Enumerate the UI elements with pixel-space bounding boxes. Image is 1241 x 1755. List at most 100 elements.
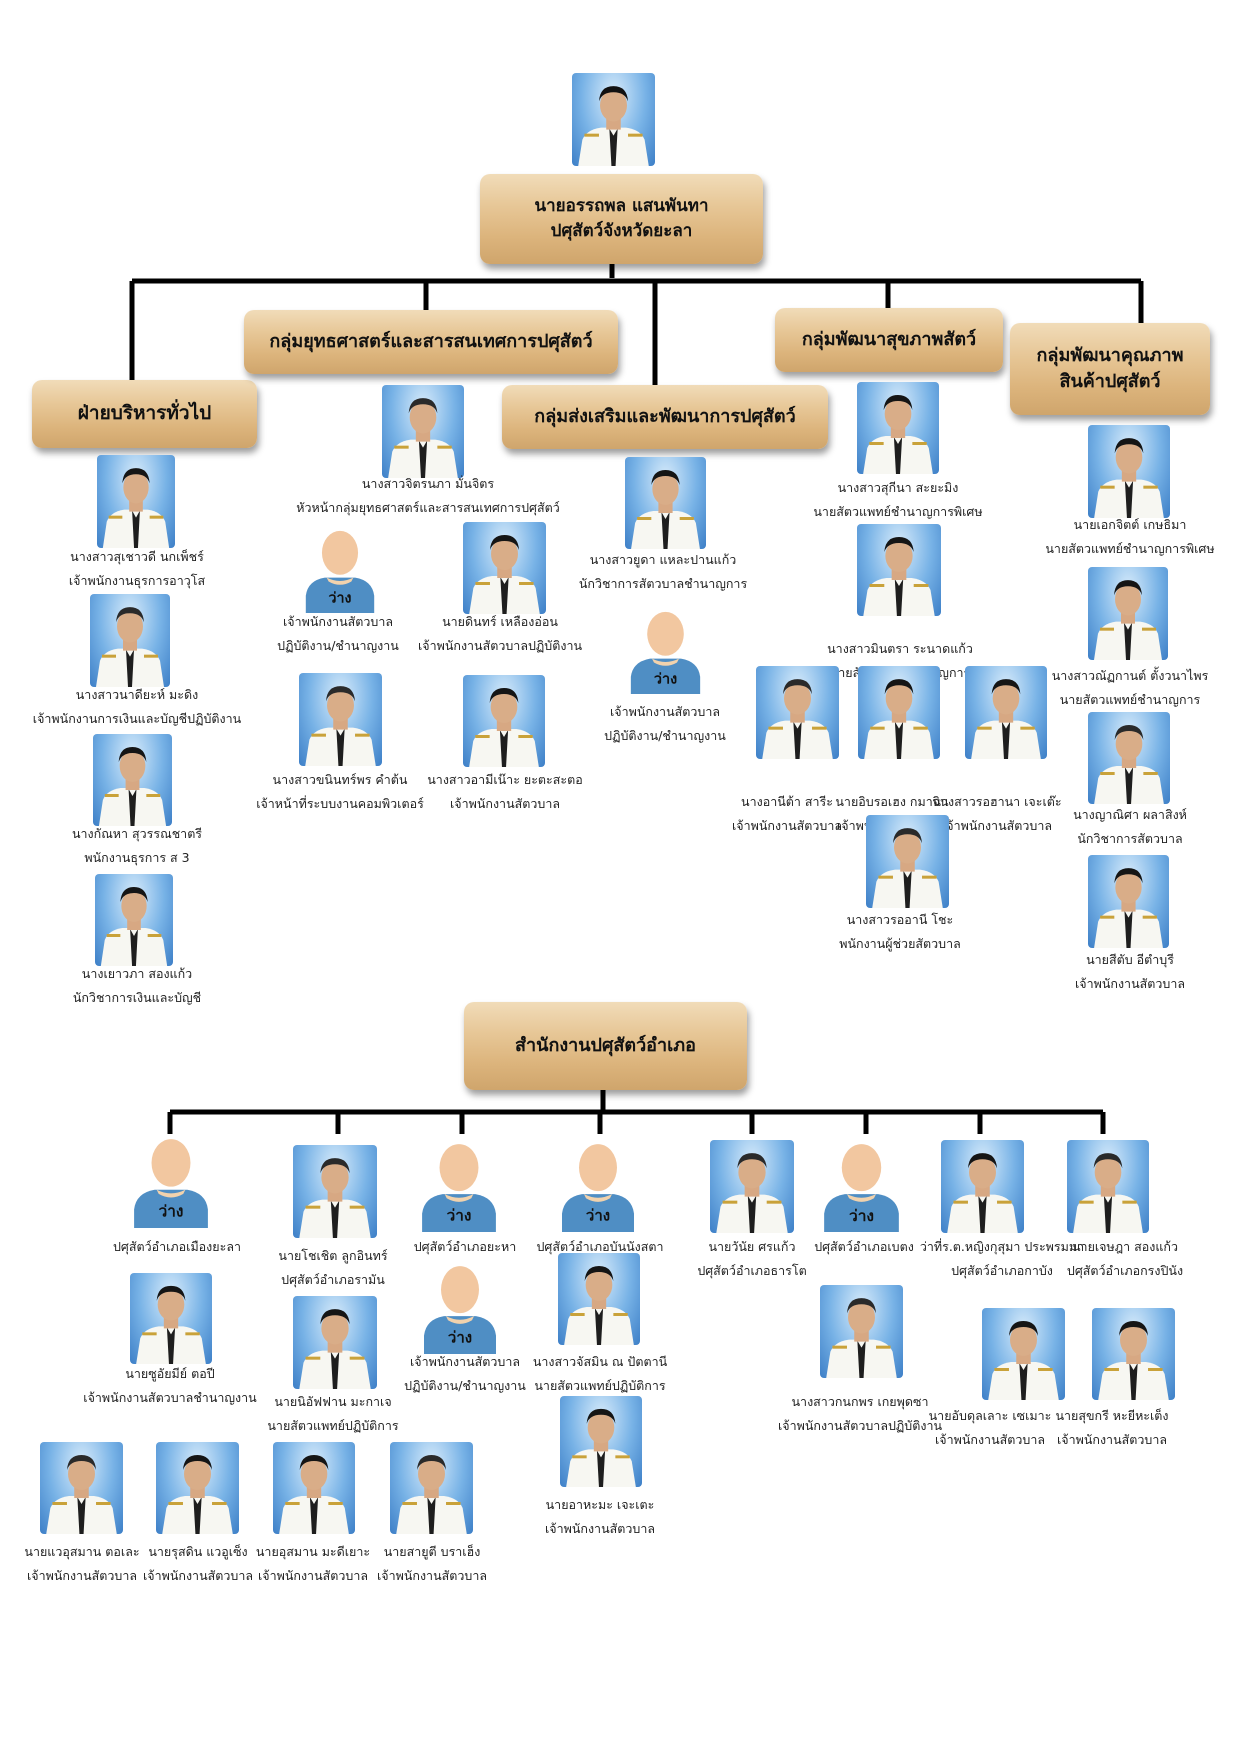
person-caption: นายรุสดิน แวอูเซ็งเจ้าพนักงานสัตวบาล bbox=[48, 1540, 348, 1588]
person-title: นายสัตวแพทย์ชำนาญการพิเศษ bbox=[1045, 540, 1215, 556]
person-title: เจ้าพนักงานสัตวบาล bbox=[449, 795, 561, 811]
person-photo bbox=[866, 815, 949, 908]
person-title: นายสัตวแพทย์ปฏิบัติการ bbox=[534, 1377, 666, 1393]
person-photo bbox=[390, 1442, 473, 1534]
person-caption: เจ้าพนักงานสัตวบาลปฏิบัติงาน/ชำนาญงาน bbox=[188, 610, 488, 658]
vacant-position-icon: ว่าง bbox=[302, 527, 378, 613]
person-title: เจ้าพนักงานสัตวบาล bbox=[257, 1567, 369, 1583]
vacant-position-icon: ว่าง bbox=[420, 1262, 500, 1354]
person-title: เจ้าพนักงานสัตวบาลปฏิบัติงาน bbox=[417, 637, 583, 653]
vacant-label: ว่าง bbox=[586, 1207, 610, 1225]
vacant-position-icon: ว่าง bbox=[627, 608, 704, 694]
person-photo bbox=[1067, 1140, 1149, 1233]
person-caption: เจ้าพนักงานสัตวบาลปฏิบัติงาน/ชำนาญงาน bbox=[315, 1350, 615, 1398]
person-photo bbox=[1092, 1308, 1175, 1400]
group-health-board: กลุ่มพัฒนาสุขภาพสัตว์ bbox=[775, 308, 1003, 372]
person-name: นางสาวมินตรา ระนาดแก้ว bbox=[827, 641, 973, 656]
person-caption: นางสาวอามีเน๊าะ ยะตะสะตอเจ้าพนักงานสัตวบ… bbox=[355, 768, 655, 816]
person-caption: ปศุสัตว์อำเภอเมืองยะลา bbox=[27, 1235, 327, 1259]
person-caption: ปศุสัตว์อำเภอเบตง bbox=[714, 1235, 1014, 1259]
person-name: ปศุสัตว์อำเภอเมืองยะลา bbox=[112, 1239, 242, 1254]
director-name: นายอรรถพล แสนพันทา bbox=[534, 196, 709, 217]
person-name: ปศุสัตว์อำเภอเบตง bbox=[814, 1239, 914, 1254]
person-photo bbox=[858, 666, 940, 759]
person-title: ปศุสัตว์อำเภอกรงปินัง bbox=[1066, 1262, 1184, 1278]
person-title: เจ้าพนักงานธุรการอาวุโส bbox=[68, 572, 206, 588]
person-photo bbox=[560, 1396, 642, 1487]
person-caption: นางสาวณัฏกานต์ ตั้งวนาไพรนายสัตวแพทย์ชำน… bbox=[980, 664, 1241, 712]
person-title: เจ้าพนักงานสัตวบาลปฏิบัติงาน bbox=[777, 1417, 943, 1433]
person-caption: นางสาวจิตรนภา มั่นจิตรหัวหน้ากลุ่มยุทธศา… bbox=[278, 472, 578, 520]
group-promotion-title: กลุ่มส่งเสริมและพัฒนาการปศุสัตว์ bbox=[534, 405, 796, 427]
person-name: นางกัณหา สุวรรณชาตรี bbox=[71, 826, 203, 841]
person-name: นางสาวจิตรนภา มั่นจิตร bbox=[361, 476, 495, 491]
person-title: เจ้าพนักงานสัตวบาล bbox=[376, 1567, 488, 1583]
person-name: เจ้าพนักงานสัตวบาล bbox=[282, 614, 394, 629]
person-photo bbox=[857, 382, 939, 474]
person-title: ปฏิบัติงาน/ชำนาญงาน bbox=[277, 637, 399, 653]
person-caption: นายสุขกรี หะยีหะเต็งเจ้าพนักงานสัตวบาล bbox=[962, 1404, 1241, 1452]
person-caption: นางสาวรออานี โชะพนักงานผู้ช่วยสัตวบาล bbox=[750, 908, 1050, 956]
vacant-position-icon: ว่าง bbox=[130, 1135, 212, 1228]
person-name: นางสาวสุกีนา สะยะมิง bbox=[837, 480, 959, 495]
person-photo bbox=[293, 1145, 377, 1238]
person-caption: นายอับดุลเลาะ เซเมาะเจ้าพนักงานสัตวบาล bbox=[840, 1404, 1140, 1452]
person-caption: นายโชเชิต ลูกอินทร์ปศุสัตว์อำเภอรามัน bbox=[183, 1244, 483, 1292]
person-photo bbox=[293, 1296, 377, 1389]
vacant-label: ว่าง bbox=[654, 672, 677, 688]
person-title: นักวิชาการสัตวบาลชำนาญการ bbox=[578, 575, 748, 591]
person-title: ปศุสัตว์อำเภอกาบัง bbox=[951, 1262, 1053, 1278]
group-quality-board: กลุ่มพัฒนาคุณภาพ สินค้าปศุสัตว์ bbox=[1010, 323, 1210, 415]
person-title: เจ้าพนักงานสัตวบาล bbox=[731, 817, 843, 833]
person-caption: นายอาหะมะ เจะเตะเจ้าพนักงานสัตวบาล bbox=[450, 1493, 750, 1541]
person-name: ปศุสัตว์อำเภอยะหา bbox=[413, 1239, 517, 1254]
person-title: พนักงานผู้ช่วยสัตวบาล bbox=[839, 935, 961, 951]
vacant-position-icon: ว่าง bbox=[558, 1140, 638, 1232]
person-caption: นางสาวนาดียะห์ มะดิงเจ้าพนักงานการเงินแล… bbox=[0, 683, 287, 731]
person-name: นางสาวอามีเน๊าะ ยะตะสะตอ bbox=[427, 772, 583, 787]
person-name: นางสาวขนินทร์พร คำต้น bbox=[272, 772, 408, 787]
person-caption: นางสาวจัสมิน ณ ปัตตานีนายสัตวแพทย์ปฏิบัต… bbox=[450, 1350, 750, 1398]
person-name: นายดินทร์ เหลืองอ่อน bbox=[442, 614, 558, 629]
person-name: นายอิบรอเฮง กมาจิน bbox=[835, 794, 949, 809]
person-title: เจ้าพนักงานสัตวบาลชำนาญงาน bbox=[83, 1389, 257, 1405]
person-name: นายอาหะมะ เจะเตะ bbox=[545, 1497, 655, 1512]
person-photo bbox=[965, 666, 1047, 759]
person-caption: นางญาณิศา ผลาสิงห์นักวิชาการสัตวบาล bbox=[980, 803, 1241, 851]
person-title: นายสัตวแพทย์ปฏิบัติการ bbox=[267, 1417, 399, 1433]
person-photo bbox=[273, 1442, 355, 1534]
group-district-board: สำนักงานปศุสัตว์อำเภอ bbox=[464, 1002, 747, 1090]
person-caption: นางสาวยูดา แหละปานแก้วนักวิชาการสัตวบาลช… bbox=[513, 548, 813, 596]
person-photo bbox=[463, 675, 545, 767]
person-title: เจ้าพนักงานสัตวบาล bbox=[544, 1520, 656, 1536]
group-district-title: สำนักงานปศุสัตว์อำเภอ bbox=[515, 1034, 696, 1056]
person-caption: นางอานีต้า สารีะเจ้าพนักงานสัตวบาล bbox=[637, 790, 937, 838]
group-quality-title: กลุ่มพัฒนาคุณภาพ สินค้าปศุสัตว์ bbox=[1036, 344, 1184, 392]
person-photo bbox=[299, 673, 382, 766]
person-caption: นางสาวสุกีนา สะยะมิงนายสัตวแพทย์ชำนาญการ… bbox=[748, 476, 1048, 524]
person-caption: นางสาวรอฮานา เจะเต๊ะเจ้าพนักงานสัตวบาล bbox=[847, 790, 1147, 838]
person-caption: นายดินทร์ เหลืองอ่อนเจ้าพนักงานสัตวบาลปฏ… bbox=[350, 610, 650, 658]
person-caption: นายอุสมาน มะดีเยาะเจ้าพนักงานสัตวบาล bbox=[163, 1540, 463, 1588]
vacant-position-icon: ว่าง bbox=[820, 1140, 903, 1232]
person-photo bbox=[382, 385, 464, 478]
person-title: นักวิชาการสัตวบาล bbox=[1077, 830, 1183, 846]
person-title: นายสัตวแพทย์ชำนาญการพิเศษ bbox=[813, 503, 983, 519]
person-name: นายเจษฎา สองแก้ว bbox=[1072, 1239, 1178, 1254]
person-title: เจ้าพนักงานสัตวบาล bbox=[26, 1567, 138, 1583]
person-name: นายนิอัฟฟาน มะกาเจ bbox=[274, 1394, 392, 1409]
person-name: นางสาวจัสมิน ณ ปัตตานี bbox=[532, 1354, 668, 1369]
person-photo bbox=[463, 522, 546, 614]
person-photo bbox=[625, 457, 706, 549]
person-name: นางสาวสุเชาวดี นกเพ็ชร์ bbox=[70, 549, 204, 564]
person-title: เจ้าพนักงานสัตวบาล bbox=[142, 1567, 254, 1583]
person-caption: นางสาวกนกพร เกยพุดซาเจ้าพนักงานสัตวบาลปฏ… bbox=[710, 1390, 1010, 1438]
person-name: นางสาวยูดา แหละปานแก้ว bbox=[589, 552, 737, 567]
group-strategy-board: กลุ่มยุทธศาสตร์และสารสนเทศการปศุสัตว์ bbox=[244, 310, 618, 374]
person-name: นายอุสมาน มะดีเยาะ bbox=[255, 1544, 371, 1559]
person-name: นายโชเชิต ลูกอินทร์ bbox=[278, 1248, 388, 1263]
person-caption: นายเจษฎา สองแก้วปศุสัตว์อำเภอกรงปินัง bbox=[975, 1235, 1241, 1283]
person-title: เจ้าหน้าที่ระบบงานคอมพิวเตอร์ bbox=[256, 795, 424, 811]
